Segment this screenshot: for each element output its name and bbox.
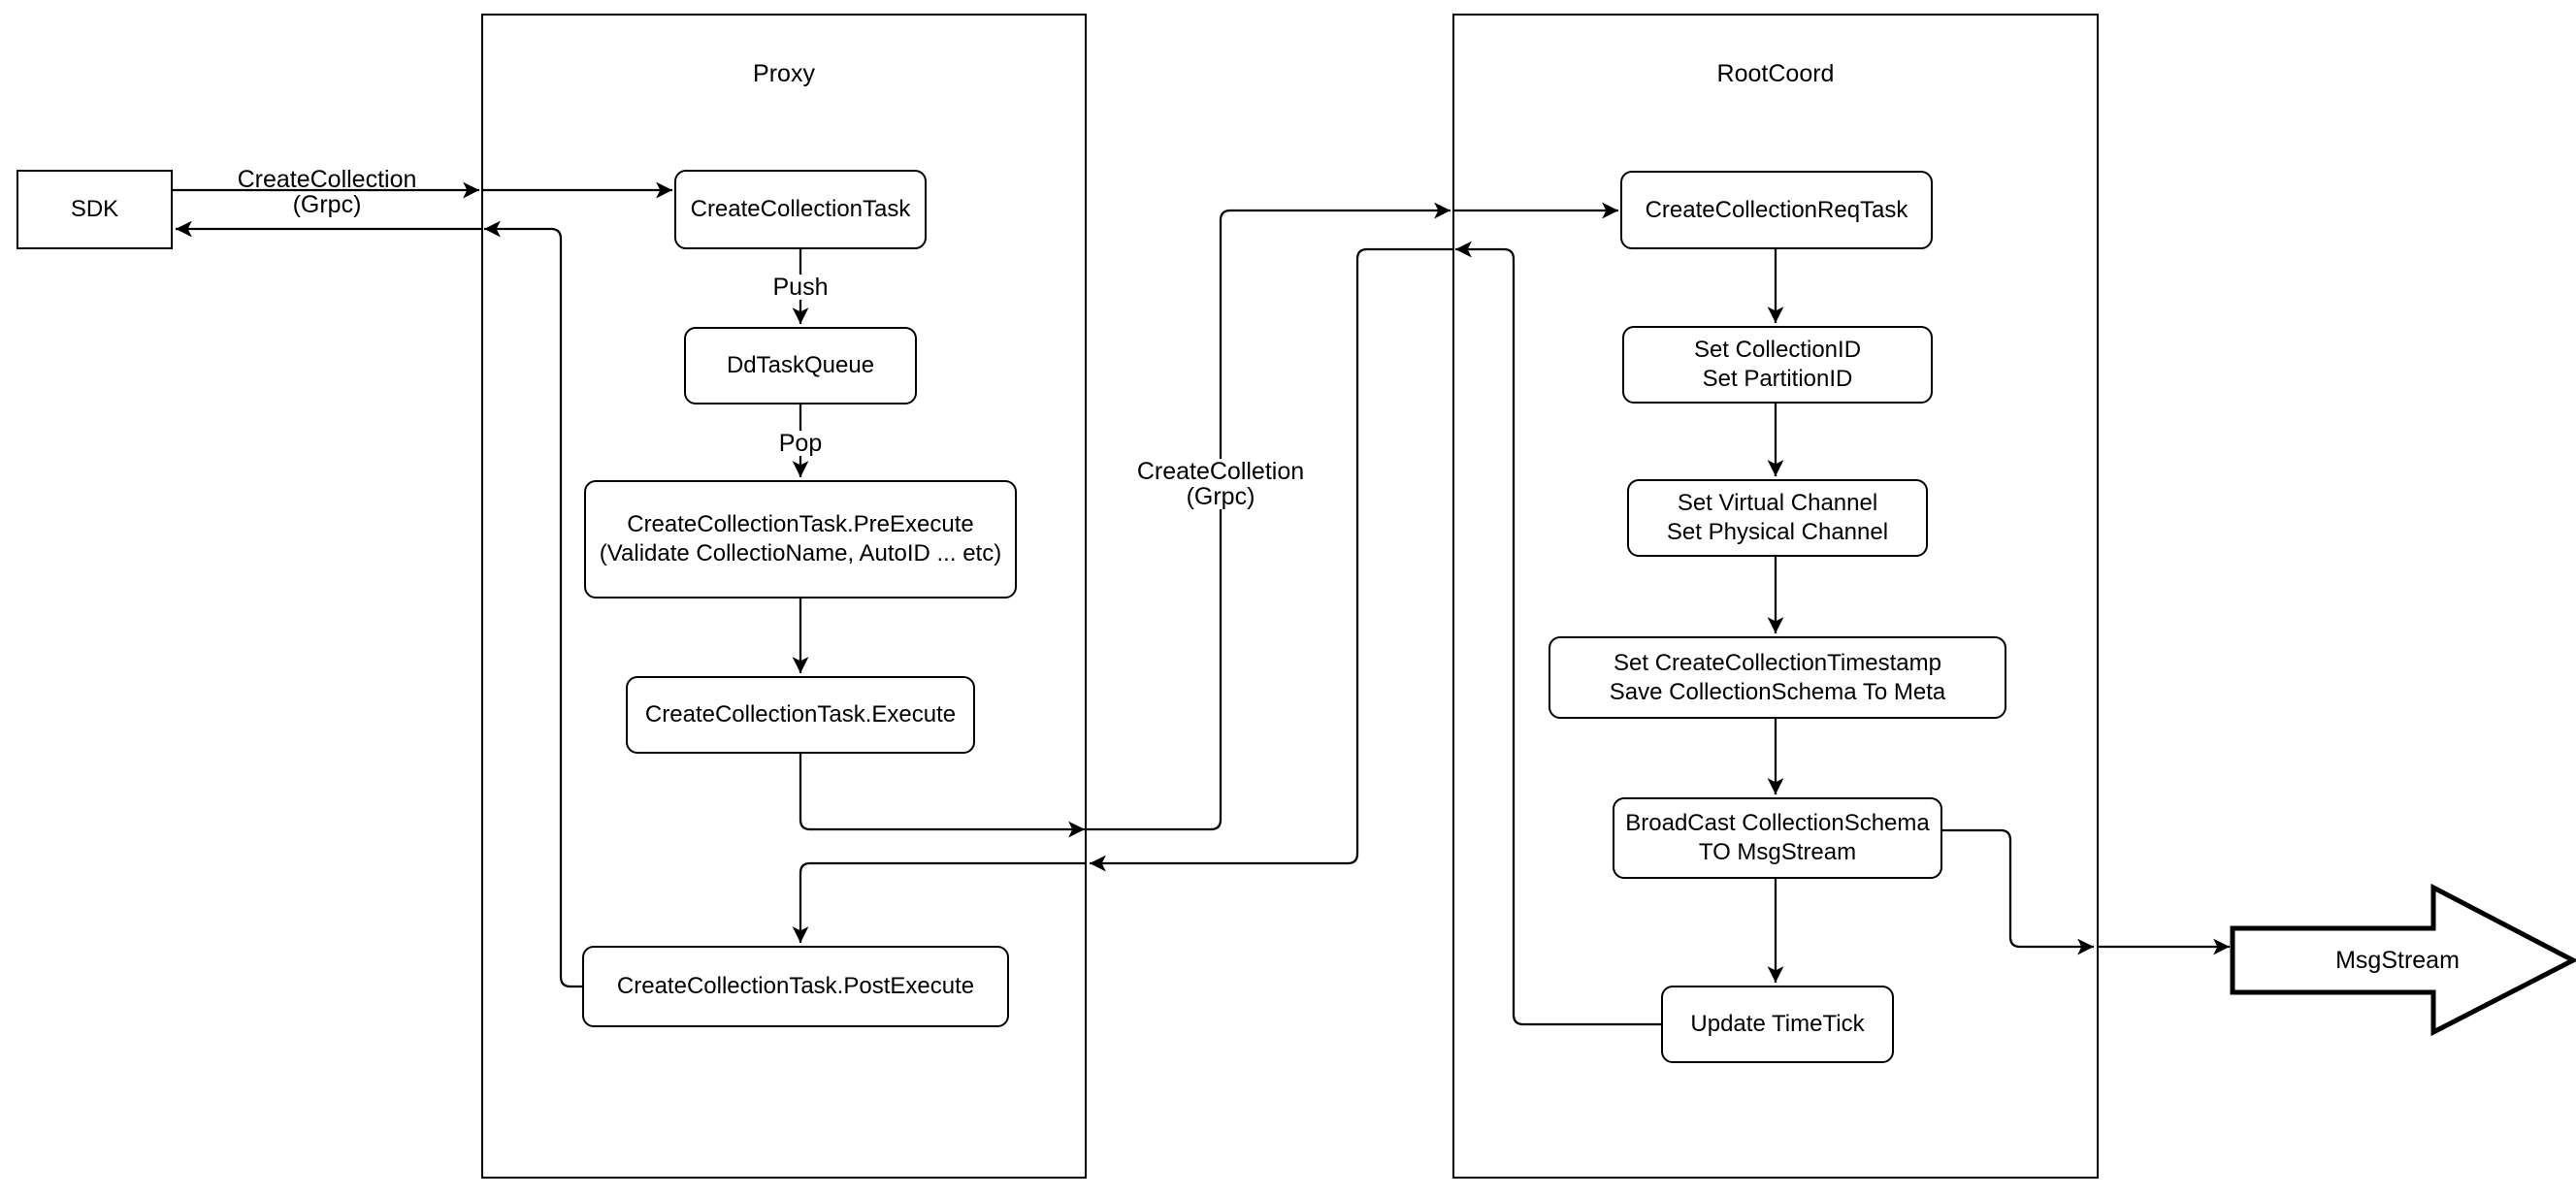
node-update-timetick-label: Update TimeTick	[1690, 1011, 1865, 1037]
proxy-container	[481, 14, 1087, 1179]
node-broadcast-label-line2: TO MsgStream	[1698, 839, 1857, 865]
node-create-collection-req-task-label: CreateCollectionReqTask	[1645, 196, 1908, 223]
edge-execute-to-proxy-border	[799, 754, 1085, 838]
node-execute: CreateCollectionTask.Execute	[626, 676, 975, 754]
edge-rootcoord-to-proxy-border-return	[1090, 247, 1452, 872]
edge-label-push: Push	[766, 275, 834, 300]
proxy-title: Proxy	[753, 60, 815, 87]
node-update-timetick: Update TimeTick	[1661, 986, 1894, 1063]
node-broadcast: BroadCast CollectionSchema TO MsgStream	[1613, 797, 1942, 879]
node-set-timestamp-label-line2: Save CollectionSchema To Meta	[1609, 678, 1946, 705]
edge-label-pop: Pop	[769, 431, 831, 456]
edge-proxy-border-to-postexecute	[792, 861, 1087, 943]
node-sdk: SDK	[16, 170, 173, 249]
node-create-collection-req-task: CreateCollectionReqTask	[1620, 171, 1933, 249]
msgstream-arrow-shape	[2230, 883, 2576, 1037]
node-create-collection-task: CreateCollectionTask	[674, 170, 927, 249]
node-create-collection-task-label: CreateCollectionTask	[690, 196, 911, 222]
rootcoord-container	[1452, 14, 2099, 1179]
node-execute-label: CreateCollectionTask.Execute	[644, 701, 957, 728]
node-set-timestamp-label-line1: Set CreateCollectionTimestamp	[1614, 649, 1941, 676]
edge-label-sdk-call-line2: (Grpc)	[292, 191, 362, 218]
edge-proxy-to-rootcoord-border	[1087, 202, 1451, 831]
edge-label-sdk-call-line1: CreateCollection	[237, 166, 417, 193]
edge-label-proxy-to-rootcoord: CreateColletion (Grpc)	[1124, 459, 1318, 509]
node-set-timestamp: Set CreateCollectionTimestamp Save Colle…	[1549, 636, 2006, 719]
edge-label-sdk-call: CreateCollection (Grpc)	[230, 167, 424, 217]
edge-label-proxy-to-rootcoord-line2: (Grpc)	[1186, 483, 1255, 510]
node-set-ids-label-line1: Set CollectionID	[1693, 337, 1862, 363]
node-sdk-label: SDK	[70, 196, 119, 222]
edge-broadcast-to-rootcoord-border	[1942, 828, 2094, 955]
edge-label-proxy-to-rootcoord-line1: CreateColletion	[1136, 458, 1305, 485]
node-post-execute-label: CreateCollectionTask.PostExecute	[616, 973, 975, 999]
edge-postexecute-to-proxy-border	[484, 220, 582, 988]
edge-timetick-to-rootcoord-border	[1455, 241, 1661, 1026]
node-set-ids-label-line2: Set PartitionID	[1702, 366, 1853, 392]
node-broadcast-label-line1: BroadCast CollectionSchema	[1625, 810, 1930, 836]
node-dd-task-queue: DdTaskQueue	[684, 327, 917, 404]
node-set-channels-label-line2: Set Physical Channel	[1666, 519, 1889, 545]
node-set-channels: Set Virtual Channel Set Physical Channel	[1627, 479, 1928, 557]
node-set-channels-label-line1: Set Virtual Channel	[1677, 490, 1878, 516]
node-pre-execute-label-line2: (Validate CollectioName, AutoID ... etc)	[599, 540, 1002, 566]
node-dd-task-queue-label: DdTaskQueue	[726, 352, 875, 378]
node-pre-execute: CreateCollectionTask.PreExecute (Validat…	[584, 480, 1017, 598]
node-set-ids: Set CollectionID Set PartitionID	[1622, 326, 1933, 404]
node-pre-execute-label-line1: CreateCollectionTask.PreExecute	[627, 511, 974, 537]
rootcoord-title: RootCoord	[1716, 60, 1835, 87]
node-post-execute: CreateCollectionTask.PostExecute	[582, 946, 1009, 1027]
msgstream-label: MsgStream	[2335, 947, 2460, 974]
